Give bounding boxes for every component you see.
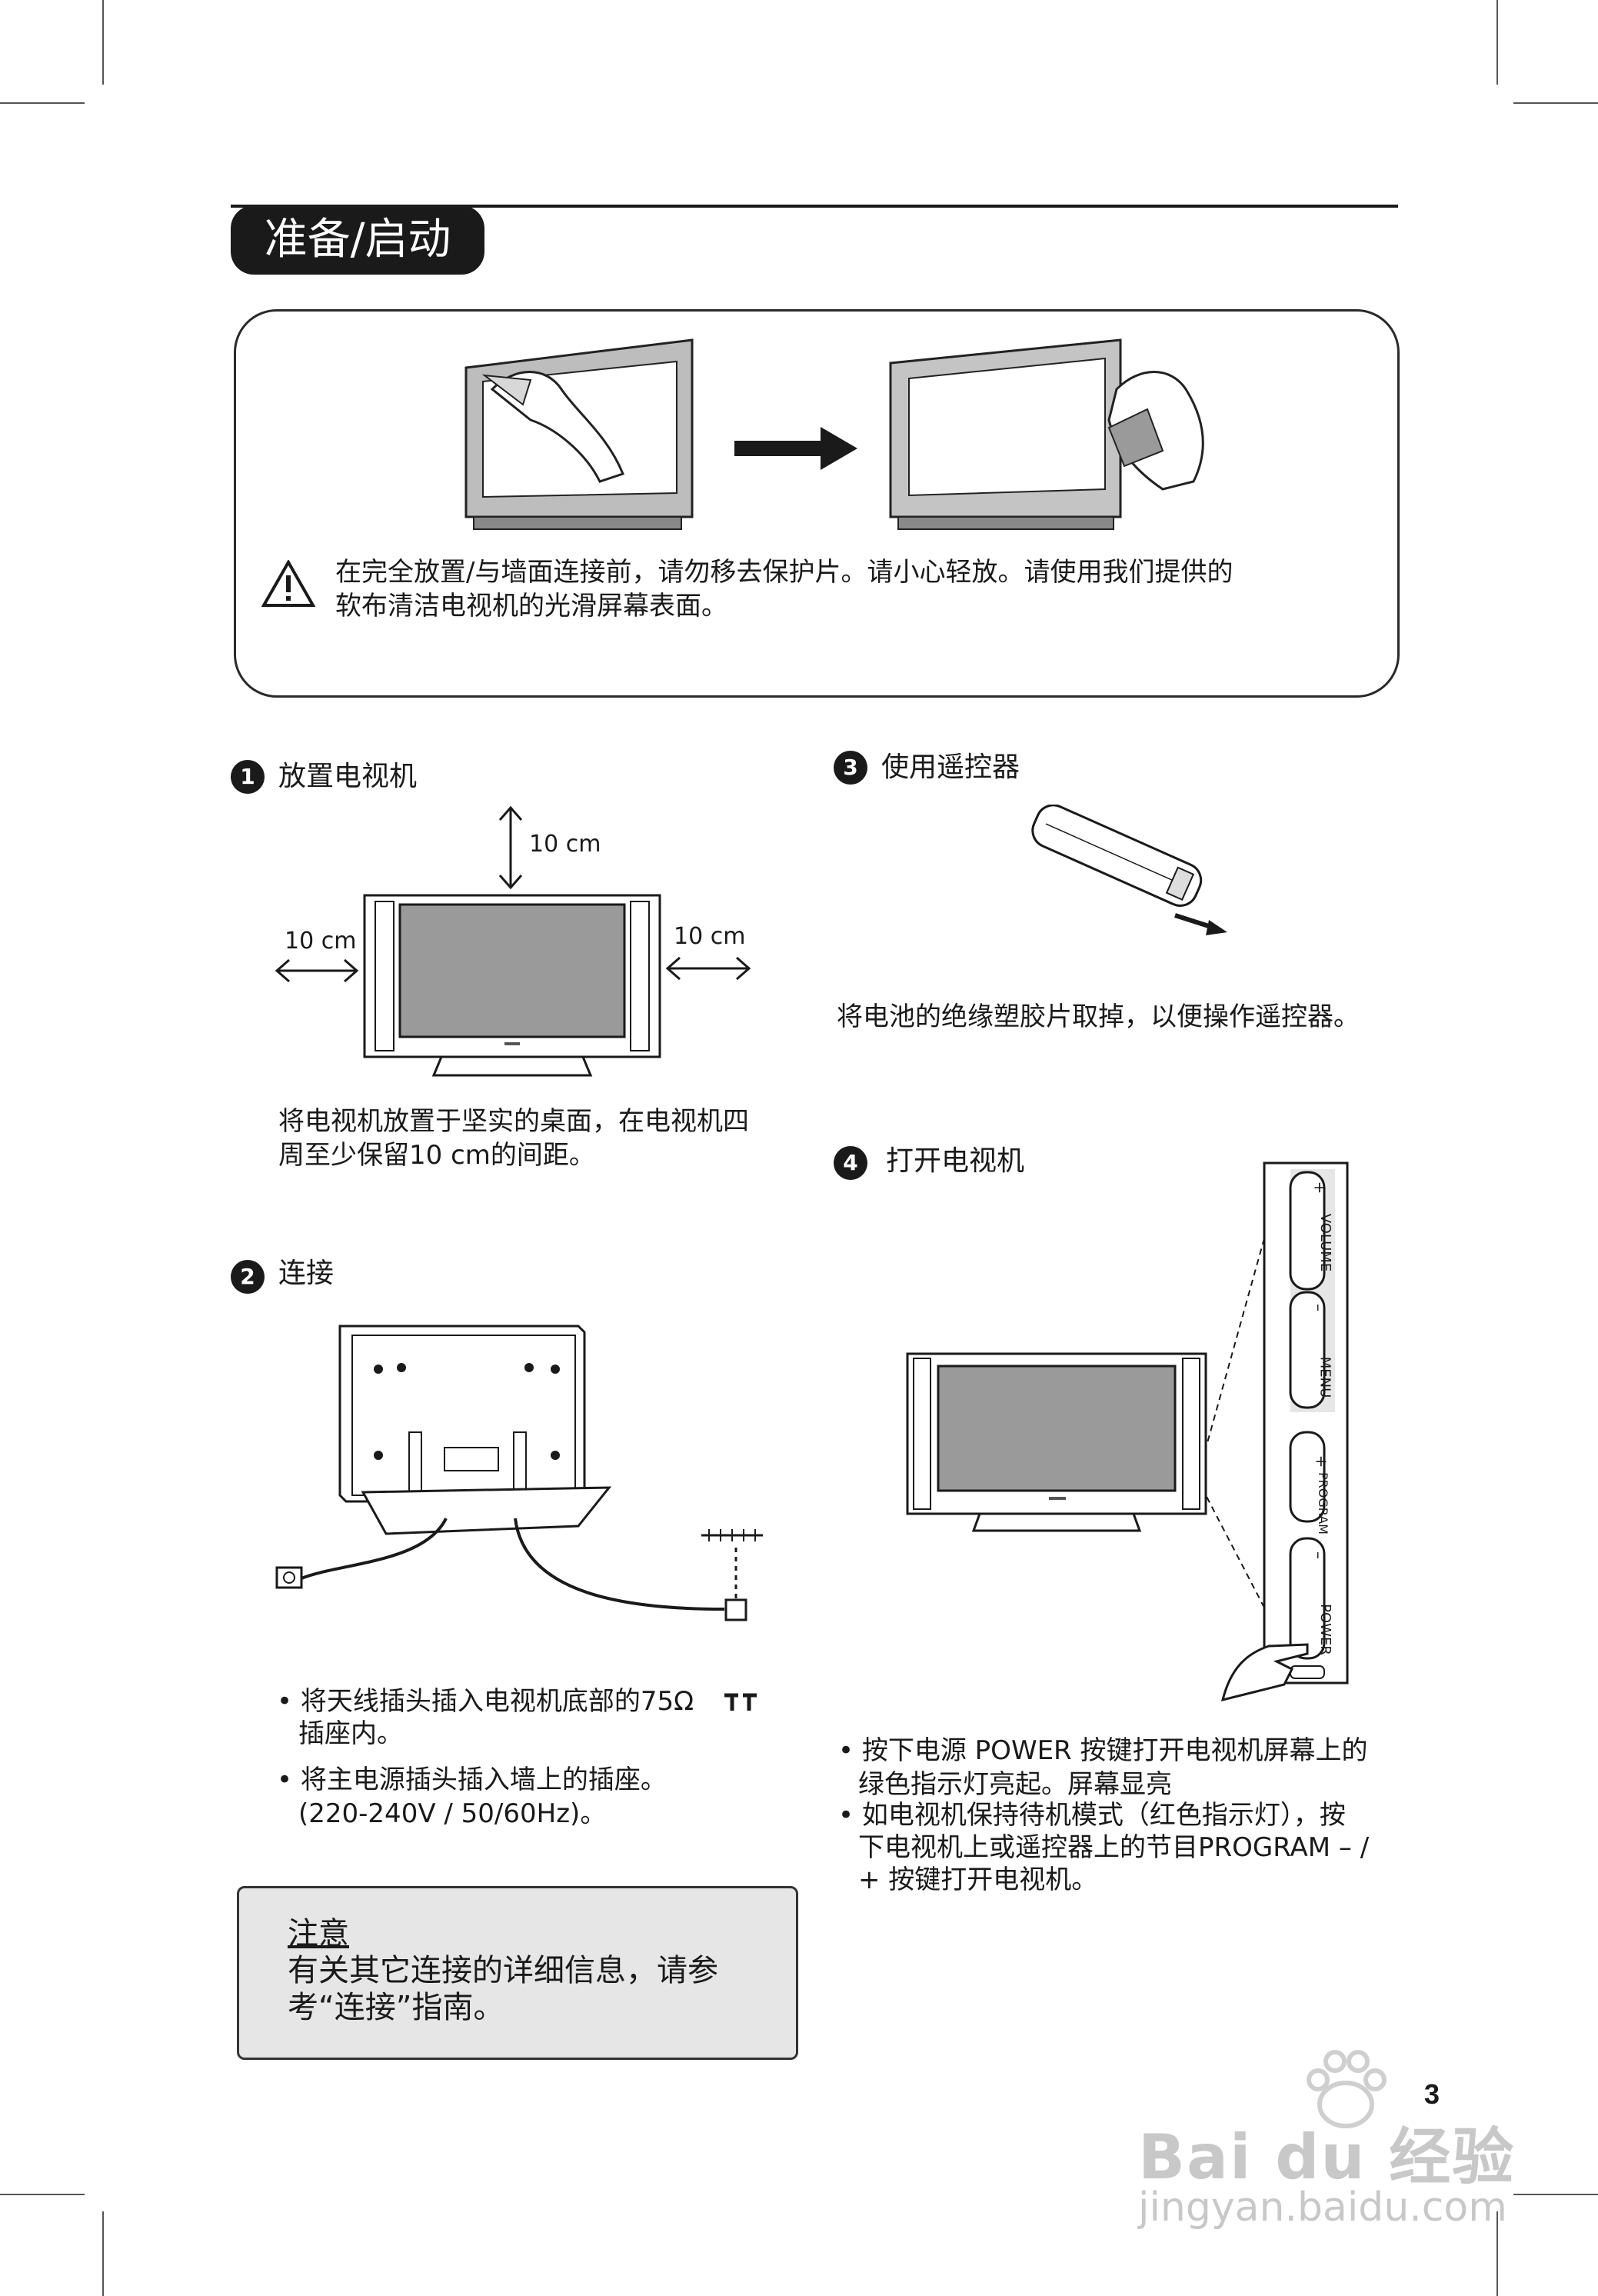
- crop-mark: [1513, 2194, 1598, 2195]
- step4-bullet1-line1: • 按下电源 POWER 按键打开电视机屏幕上的: [838, 1735, 1368, 1766]
- note-text-line1: 有关其它连接的详细信息，请参: [288, 1953, 718, 1988]
- page-number: 3: [1424, 2078, 1440, 2110]
- warning-triangle-icon: [261, 560, 315, 607]
- crop-mark: [0, 102, 85, 104]
- step4-bullet2-line3: + 按键打开电视机。: [858, 1864, 1098, 1895]
- watermark-brand: Bai du 经验: [1138, 2121, 1516, 2193]
- step2-bullet1-line1: • 将天线插头插入电视机底部的75Ω: [277, 1686, 694, 1717]
- step3-text: 将电池的绝缘塑胶片取掉，以便操作遥控器。: [837, 1001, 1360, 1032]
- tv-peel-illustration: [464, 338, 694, 530]
- crop-mark: [102, 0, 104, 85]
- warning-text-line1: 在完全放置/与墙面连接前，请勿移去保护片。请小心轻放。请使用我们提供的: [335, 557, 1233, 588]
- step-number-badge: 1: [231, 760, 265, 794]
- dimension-right-label: 10 cm: [674, 923, 746, 950]
- step2-bullet2-line2: (220-240V / 50/60Hz)。: [298, 1798, 607, 1829]
- tv-side-panel-illustration: [1203, 1161, 1349, 1702]
- step1-text-line1: 将电视机放置于坚实的桌面，在电视机四: [278, 1106, 749, 1137]
- watermark-url: jingyan.baidu.com: [1138, 2184, 1507, 2231]
- coax-socket-icon: [724, 1693, 757, 1711]
- tv-connection-illustration: [275, 1325, 763, 1621]
- step1-text-line2: 周至少保留10 cm的间距。: [278, 1140, 595, 1171]
- step1-title: 放置电视机: [278, 761, 418, 792]
- header-rule: [231, 205, 1398, 208]
- panel-label-power: POWER: [1317, 1604, 1333, 1655]
- crop-mark: [1496, 2211, 1498, 2296]
- step-number-badge: 3: [834, 751, 867, 785]
- tv-wipe-illustration: [889, 338, 1204, 530]
- panel-label-program-plus: +: [1312, 1455, 1331, 1468]
- note-box: [237, 1886, 798, 2060]
- crop-mark: [102, 2211, 104, 2296]
- panel-label-volume-minus: –: [1310, 1304, 1328, 1311]
- step3-title: 使用遥控器: [881, 751, 1020, 783]
- baidu-paw-logo-icon: [1307, 2050, 1387, 2128]
- step4-bullet2-line1: • 如电视机保持待机模式（红色指示灯），按: [838, 1800, 1346, 1831]
- step-number-badge: 4: [834, 1146, 867, 1180]
- step4-bullet1-line2: 绿色指示灯亮起。屏幕显亮: [858, 1769, 1172, 1800]
- tv-placement-illustration: [275, 805, 751, 1077]
- step4-title: 打开电视机: [886, 1145, 1025, 1177]
- step2-bullet2-line1: • 将主电源插头插入墙上的插座。: [277, 1764, 667, 1795]
- arrow-right-icon: [734, 427, 857, 470]
- dimension-left-label: 10 cm: [285, 928, 357, 955]
- dimension-top-label: 10 cm: [529, 831, 601, 858]
- warning-box: [234, 309, 1400, 698]
- panel-label-program-minus: –: [1310, 1551, 1328, 1559]
- step-number-badge: 2: [231, 1260, 265, 1294]
- panel-label-menu: MENU: [1317, 1356, 1333, 1398]
- step2-bullet1-line2: 插座内。: [298, 1718, 403, 1749]
- crop-mark: [1496, 0, 1498, 85]
- step4-bullet2-line2: 下电视机上或遥控器上的节目PROGRAM – /: [858, 1832, 1370, 1863]
- remote-control-illustration: [1031, 805, 1227, 935]
- panel-label-program: PROGRAM: [1315, 1472, 1330, 1535]
- crop-mark: [0, 2194, 85, 2195]
- tv-front-illustration: [906, 1352, 1207, 1532]
- page-title: 准备/启动: [231, 205, 484, 275]
- panel-label-volume-plus: +: [1310, 1181, 1330, 1195]
- warning-text-line2: 软布清洁电视机的光滑屏幕表面。: [335, 591, 727, 621]
- panel-label-volume: VOLUME: [1317, 1213, 1334, 1272]
- note-text-line2: 考“连接”指南。: [288, 1990, 504, 2025]
- step2-title: 连接: [278, 1258, 335, 1289]
- crop-mark: [1513, 102, 1598, 104]
- note-title: 注意: [288, 1916, 349, 1951]
